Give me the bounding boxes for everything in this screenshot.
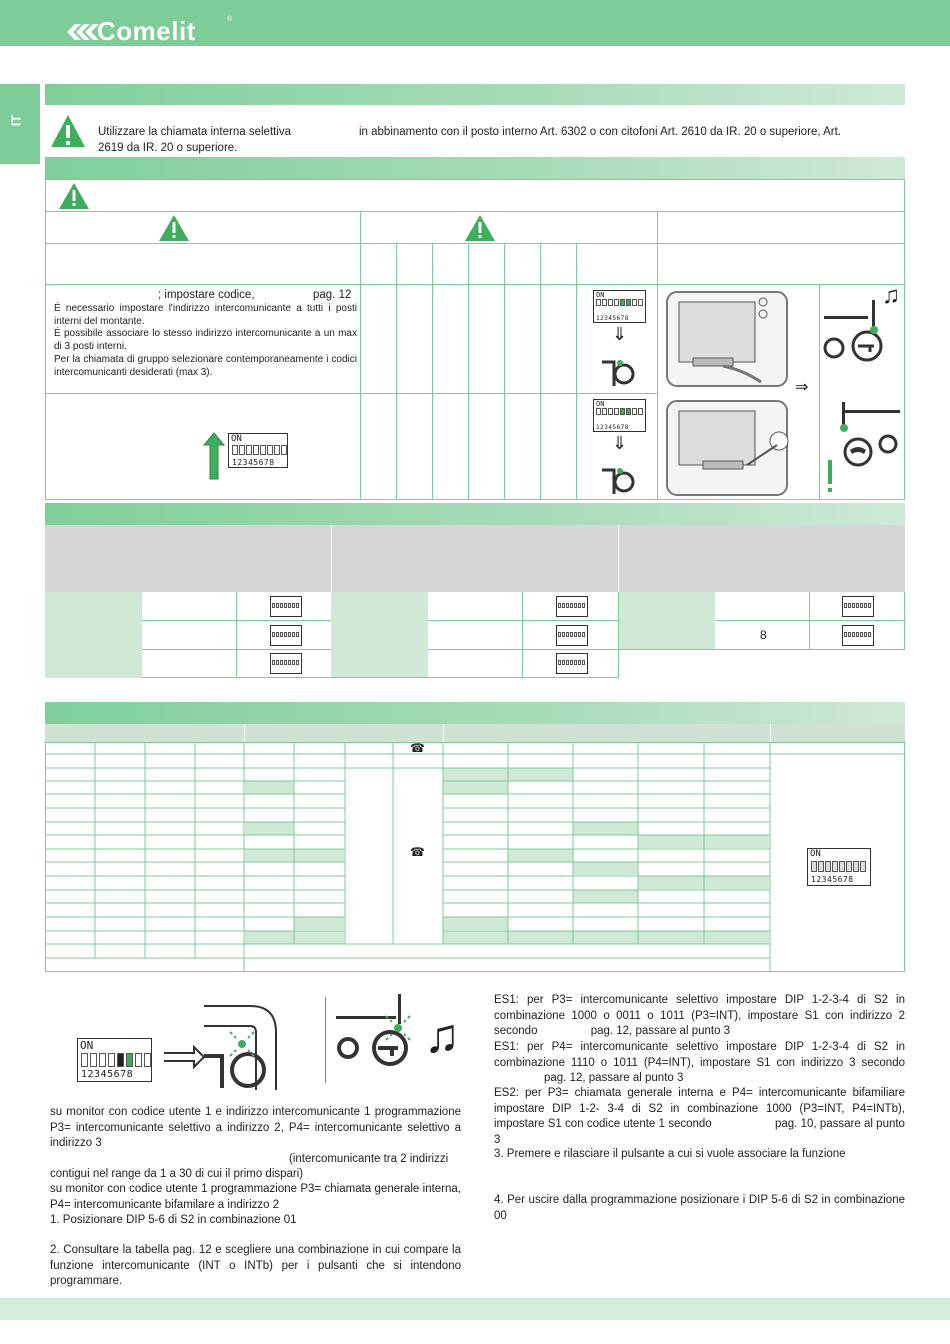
warning-icon [50, 113, 86, 149]
bottom-right-step4: 4. Per uscire dalla programmazione posiz… [494, 1194, 905, 1222]
music-note-icon: ♫ [882, 282, 900, 309]
push-button-icon [602, 468, 635, 494]
dip-switch: ON 12345678 [228, 433, 288, 468]
door-open-key-icon [823, 300, 883, 362]
mini-dip-switch [556, 653, 588, 674]
handset-call-icon [828, 402, 900, 492]
right-arrow-icon: ⇒ [795, 379, 809, 396]
intro-text-3: 2619 da IR. 20 o superiore. [98, 142, 238, 154]
push-button-icon [602, 360, 635, 386]
table2-value: 8 [760, 628, 767, 642]
dip-switch: ON 12345678 [77, 1038, 152, 1082]
mini-dip-switch [270, 596, 302, 617]
dip-numbers: 12345678 [81, 1069, 134, 1080]
dip-on-label: ON [596, 400, 605, 408]
intro-text-2: in abbinamento con il posto interno Art.… [359, 126, 842, 138]
mini-dip-switch [556, 596, 588, 617]
bottom-left-step1: 1. Posizionare DIP 5-6 di S2 in combinaz… [50, 1214, 297, 1226]
monitor-illustration [666, 400, 789, 496]
dip-switch: ON 12345678 [593, 399, 646, 432]
dip-switch: ON 12345678 [807, 848, 871, 886]
section-title-band [45, 84, 905, 105]
up-arrow-icon [202, 432, 226, 480]
dip-numbers: 12345678 [596, 424, 629, 431]
dip-numbers: 12345678 [811, 875, 854, 884]
bottom-left-p3: contigui nel range da 1 a 30 di cui il p… [50, 1168, 304, 1180]
logo: Comelit ® [67, 16, 237, 46]
mini-dip-switch [270, 625, 302, 646]
push-button-icon [204, 1005, 277, 1090]
warning-icon [58, 182, 90, 210]
arrow-down-icon: ⇓ [612, 324, 628, 344]
dip-on-label: ON [80, 1039, 94, 1052]
table3-header-band [45, 702, 905, 724]
mini-dip-switch [270, 653, 302, 674]
bottom-left-p4: su monitor con codice utente 1 programma… [50, 1183, 461, 1211]
table3 [45, 742, 905, 972]
arrow-down-icon: ⇓ [612, 433, 628, 453]
table1 [45, 179, 905, 500]
row1-note-2: É possibile associare lo stesso indirizz… [54, 328, 357, 352]
dip-numbers: 12345678 [232, 458, 275, 467]
row1-note-1: É necessario impostare l'indirizzo inter… [54, 303, 357, 327]
handset-icon: ☎ [410, 845, 425, 859]
header-bar [0, 0, 950, 46]
table1-header-band [45, 157, 905, 179]
dip-on-label: ON [596, 291, 605, 299]
mini-dip-switch [842, 625, 874, 646]
warning-icon [464, 214, 496, 242]
handset-icon: ☎ [410, 741, 425, 755]
footer-bar [0, 1298, 950, 1320]
monitor-illustration [666, 291, 788, 387]
bottom-right-step3: 3. Premere e rilasciare il pulsante a cu… [494, 1148, 846, 1160]
table2 [45, 592, 905, 678]
bottom-left-p2: (intercomunicante tra 2 indirizzi [289, 1153, 449, 1165]
trademark: ® [227, 16, 233, 23]
dip-numbers: 12345678 [596, 315, 629, 322]
intro-text-1: Utilizzare la chiamata interna selettiva [98, 126, 292, 138]
row1-code-text: ; impostare codice, [158, 289, 255, 301]
row1-page-ref: pag. 12 [313, 289, 352, 301]
bottom-right-es1a: ES1: per P3= intercomunicante selettivo … [494, 994, 905, 1037]
row1-note-3: Per la chiamata di gruppo selezionare co… [54, 354, 357, 378]
bottom-left-step2: 2. Consultare la tabella pag. 12 e scegl… [50, 1244, 461, 1287]
music-note-icon: ♫ [424, 1010, 460, 1063]
comelit-logo-icon [67, 24, 99, 40]
separator-line [325, 997, 326, 1083]
bottom-right-es1b: ES1: per P4= intercomunicante selettivo … [494, 1041, 905, 1084]
bottom-right-es2: ES2: per P3= chiamata generale interna e… [494, 1087, 905, 1146]
bottom-left-p1: su monitor con codice utente 1 e indiriz… [50, 1106, 461, 1149]
table3-grid [45, 742, 905, 972]
warning-icon [158, 214, 190, 242]
table2-header-band [45, 503, 905, 525]
dip-switch: ON 12345678 [593, 290, 646, 323]
mini-dip-switch [556, 625, 588, 646]
brand-name: Comelit [97, 16, 196, 46]
side-tab-label: IT [8, 114, 24, 127]
dip-on-label: ON [810, 849, 821, 859]
dip-on-label: ON [231, 434, 242, 444]
mini-dip-switch [842, 596, 874, 617]
door-open-key-icon [336, 994, 411, 1066]
side-tab [0, 84, 40, 164]
